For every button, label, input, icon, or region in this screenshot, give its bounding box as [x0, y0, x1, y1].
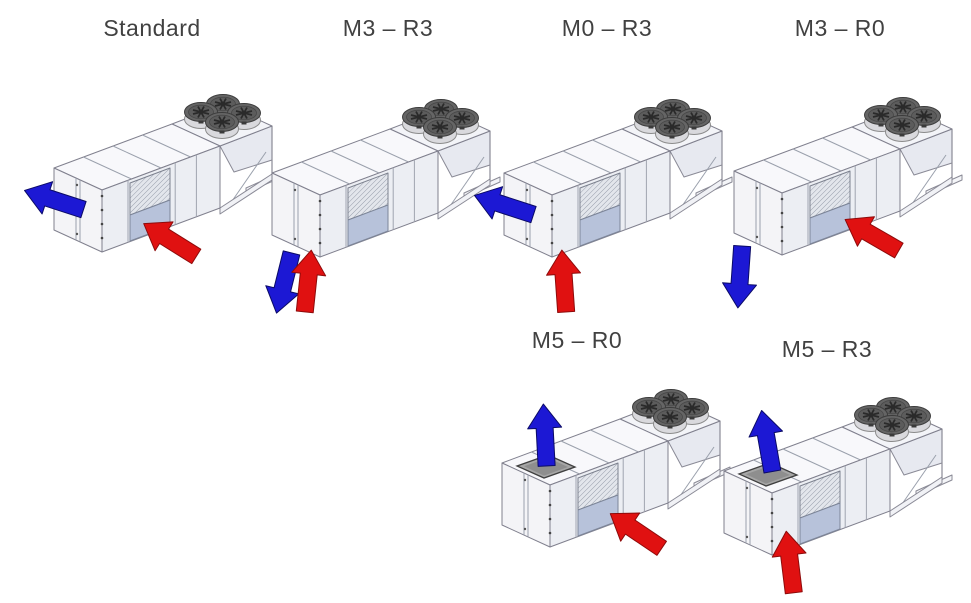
- unit-illustration-m3-r3: [259, 95, 508, 318]
- unit-illustration-m5-r3: [690, 393, 960, 596]
- config-label-m3-r3: M3 – R3: [342, 15, 434, 41]
- config-label-m0-r3: M0 – R3: [561, 15, 653, 41]
- return-air-arrow: [544, 248, 584, 314]
- rooftop-unit-drawing: [504, 100, 732, 258]
- rooftop-unit-drawing: [734, 98, 962, 256]
- config-label-m3-r0: M3 – R0: [794, 15, 886, 41]
- supply-air-arrow: [720, 244, 760, 310]
- unit-illustration-m3-r0: [720, 93, 970, 310]
- rooftop-unit-drawing: [272, 100, 500, 258]
- config-label-m5-r3: M5 – R3: [781, 336, 873, 362]
- config-label-standard: Standard: [103, 15, 201, 41]
- config-label-m5-r0: M5 – R0: [531, 327, 623, 353]
